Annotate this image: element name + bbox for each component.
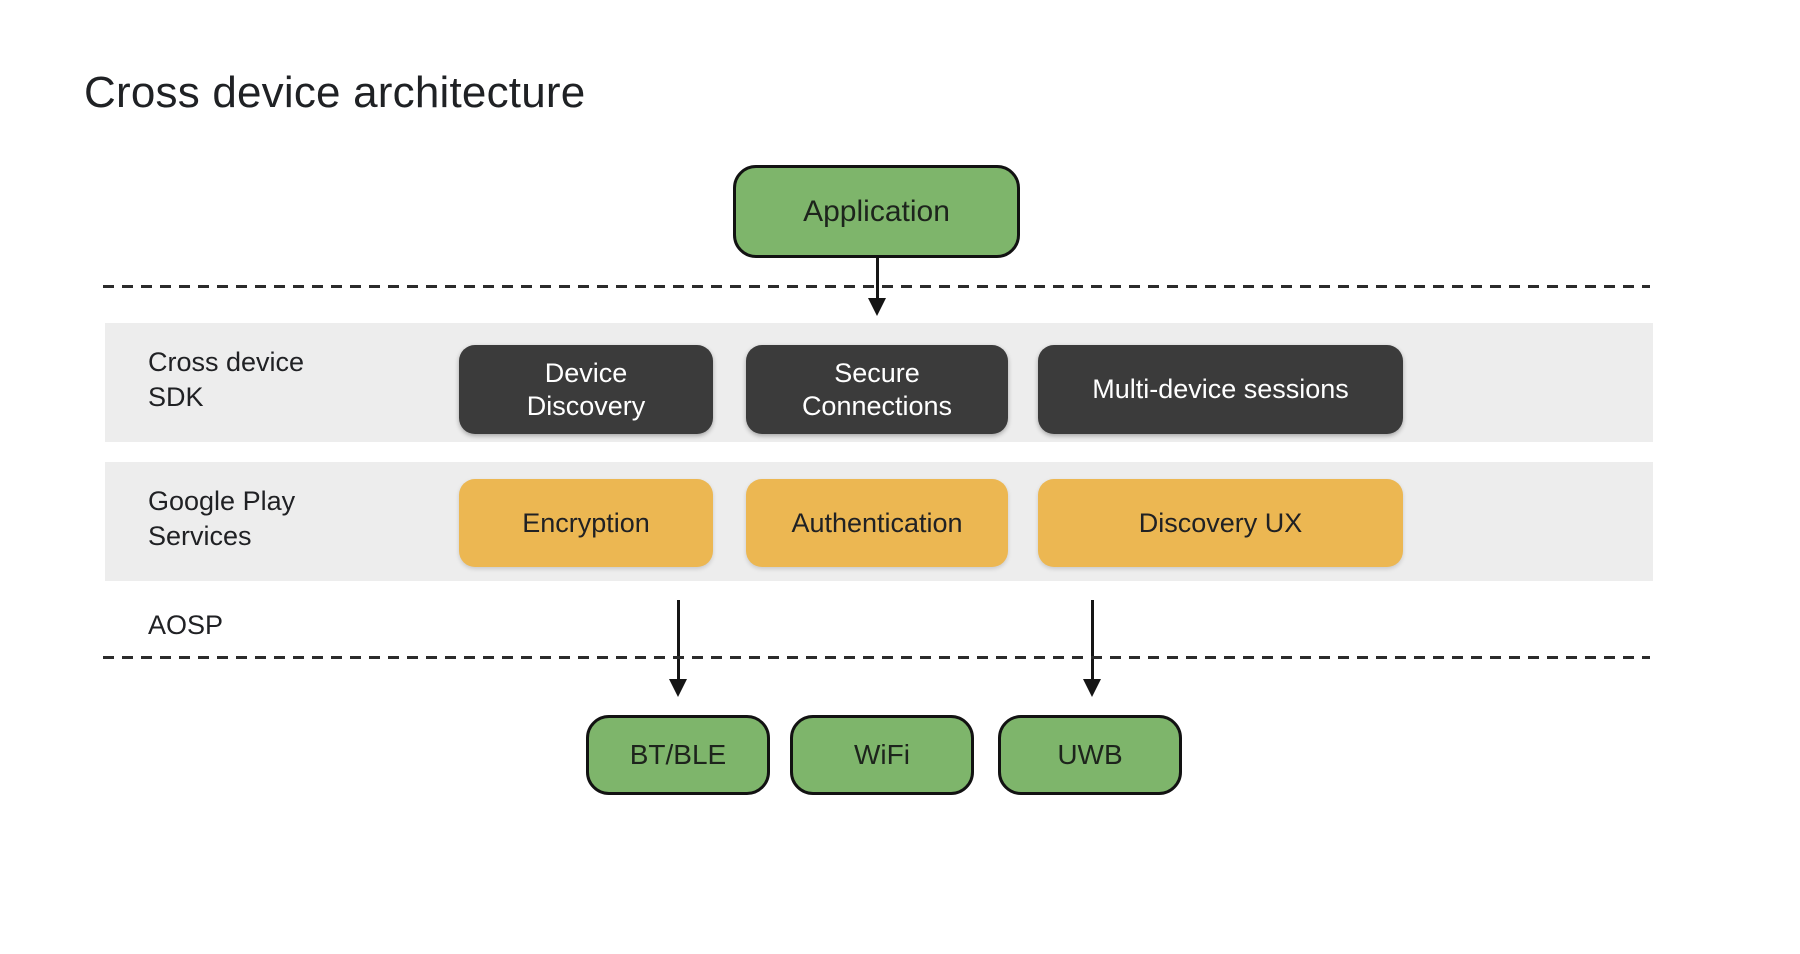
discovery-ux-label: Discovery UX	[1138, 507, 1303, 538]
device-discovery-label: Device Discovery	[526, 357, 646, 421]
down-arrow-head-icon-application	[868, 298, 886, 316]
multi-device-sessions-label: Multi-device sessions	[1092, 374, 1349, 404]
encryption-label: Encryption	[522, 507, 650, 538]
application-box: Application	[733, 165, 1020, 258]
dashed-divider-bottom	[103, 656, 1650, 659]
page-title: Cross device architecture	[84, 68, 586, 117]
authentication-box: Authentication	[746, 479, 1008, 567]
discovery-ux-box: Discovery UX	[1038, 479, 1403, 567]
aosp-label: AOSP	[148, 610, 224, 640]
multi-device-sessions-box: Multi-device sessions	[1038, 345, 1403, 434]
sdk-band-label: Cross device SDK	[148, 347, 305, 412]
btble-label: BT/BLE	[629, 739, 727, 770]
down-arrow-shaft-btble	[677, 600, 680, 681]
play-services-band-label: Google Play Services	[148, 486, 296, 551]
secure-connections-label: Secure Connections	[801, 357, 953, 421]
dashed-divider-top	[103, 285, 1650, 288]
authentication-label: Authentication	[791, 507, 963, 538]
down-arrow-shaft-application	[876, 258, 879, 300]
device-discovery-box: Device Discovery	[459, 345, 713, 434]
down-arrow-shaft-uwb	[1091, 600, 1094, 681]
wifi-label: WiFi	[854, 739, 910, 770]
secure-connections-box: Secure Connections	[746, 345, 1008, 434]
down-arrow-head-icon-btble	[669, 679, 687, 697]
wifi-box: WiFi	[790, 715, 974, 795]
encryption-box: Encryption	[459, 479, 713, 567]
uwb-label: UWB	[1057, 739, 1123, 770]
uwb-box: UWB	[998, 715, 1182, 795]
btble-box: BT/BLE	[586, 715, 770, 795]
application-label: Application	[803, 194, 950, 228]
down-arrow-head-icon-uwb	[1083, 679, 1101, 697]
